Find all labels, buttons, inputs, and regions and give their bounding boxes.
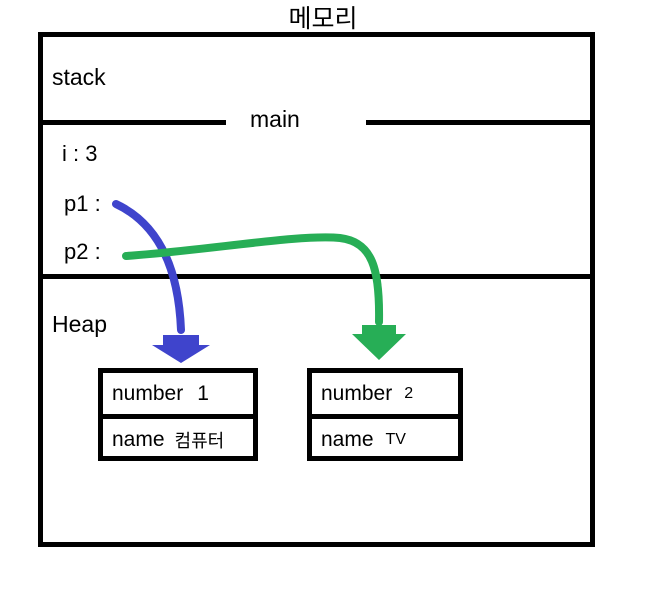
heap-object-2-field-name: name TV bbox=[312, 419, 458, 460]
heap-object-1: number 1 name 컴퓨터 bbox=[98, 368, 258, 461]
main-divider-left bbox=[38, 120, 226, 125]
heap-object-1-number-key: number bbox=[112, 381, 184, 405]
heap-object-1-field-number: number 1 bbox=[103, 373, 253, 419]
heap-object-2-field-number: number 2 bbox=[312, 373, 458, 419]
heap-object-2-name-key: name bbox=[321, 427, 374, 451]
stack-variable-p1: p1 : bbox=[64, 191, 101, 216]
stack-heap-divider bbox=[38, 274, 595, 279]
main-frame-label: main bbox=[250, 106, 300, 132]
heap-object-2-number-key: number bbox=[321, 381, 393, 405]
stack-variable-p2: p2 : bbox=[64, 239, 101, 264]
diagram-title: 메모리 bbox=[288, 5, 358, 33]
heap-section-label: Heap bbox=[52, 311, 107, 337]
main-divider-right bbox=[366, 120, 595, 125]
heap-object-1-field-name: name 컴퓨터 bbox=[103, 419, 253, 460]
heap-object-1-name-value: 컴퓨터 bbox=[174, 430, 225, 451]
heap-object-1-name-key: name bbox=[112, 427, 165, 451]
heap-object-2-name-value: TV bbox=[385, 430, 406, 448]
stack-section-label: stack bbox=[52, 64, 106, 90]
heap-object-1-number-value: 1 bbox=[197, 381, 209, 405]
heap-object-2: number 2 name TV bbox=[307, 368, 463, 461]
heap-object-2-number-value: 2 bbox=[404, 384, 414, 402]
stack-variable-i: i : 3 bbox=[62, 141, 98, 166]
memory-frame bbox=[38, 32, 595, 547]
